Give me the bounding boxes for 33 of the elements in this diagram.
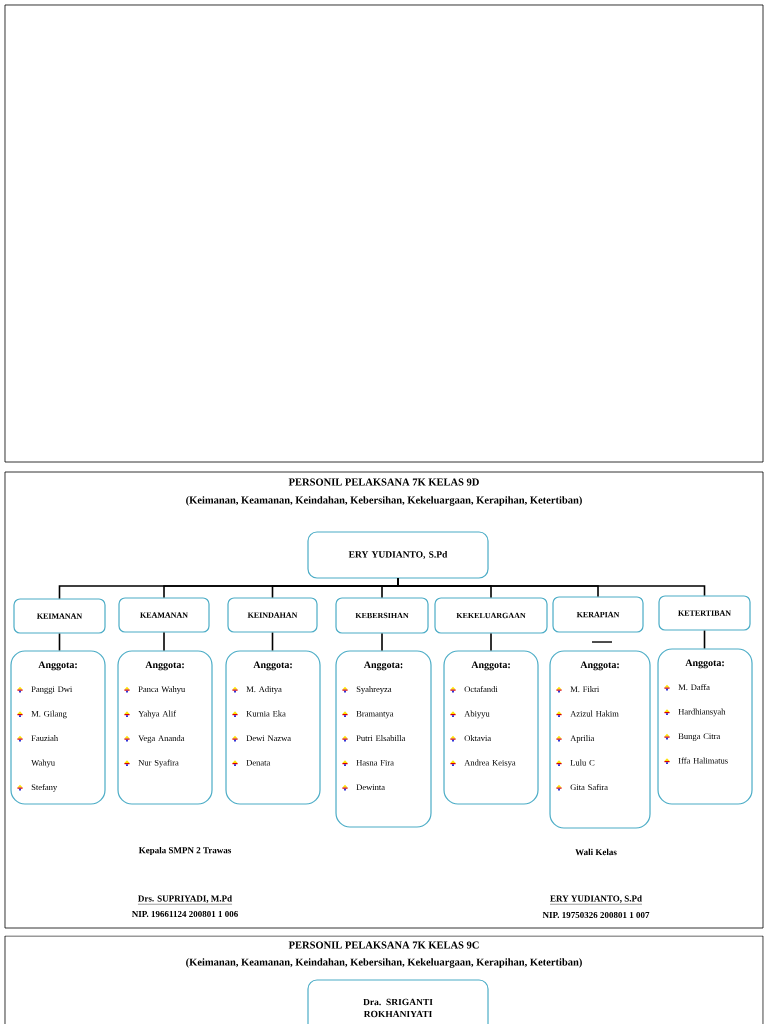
signature-name: ERY YUDIANTO, S.Pd (549, 895, 643, 905)
category-box: KETERTIBAN (658, 595, 751, 631)
member-list-box: Anggota: Octafandi Abiyyu Oktavia Andrea Keisya (443, 650, 539, 805)
connector-line (58, 632, 61, 652)
category-box: KEAMANAN (118, 597, 210, 633)
signature-text: NIP. 19750326 200801 1 007 (542, 911, 650, 919)
member-list-box: Anggota: Panggi Dwi M. Gilang Fauziah Wahyu Stefany (10, 650, 106, 805)
member-list-box: Anggota: M. Aditya Kurnia Eka Dewi Nazwa Denata (225, 650, 321, 805)
member-list-box: Anggota: Syahreyza Bramantya Putri Elsabilla Hasna Fira Dewinta (335, 650, 432, 828)
subheading: (Keimanan, Keamanan, Keindahan, Kebersihan, Kekeluargaan, Kerapihan, Ketertiban) (186, 496, 582, 506)
connector-line (163, 631, 165, 652)
connector-line (271, 631, 274, 652)
signature-text: Kepala SMPN 2 Trawas (138, 846, 232, 856)
connector-line (703, 629, 706, 650)
signature-text: NIP. 19661124 200801 1 006 (131, 910, 238, 918)
member-list-box: Anggota: M. Daffa Hardhiansyah Bunga Citra Iffa Halimatus (657, 648, 753, 805)
category-box: KERAPIAN (552, 596, 644, 633)
category-box: KEBERSIHAN (335, 597, 429, 634)
member-list-box: Anggota: M. Fikri Azizul Hakim Aprilia Lulu C Gita Safira (549, 650, 651, 829)
connector-line (381, 632, 383, 652)
category-box: KEIMANAN (13, 598, 106, 634)
signature-name: Drs. SUPRIYADI, M.Pd (137, 895, 233, 905)
subheading: (Keimanan, Keamanan, Keindahan, Kebersihan, Kekeluargaan, Kerapihan, Ketertiban) (186, 958, 582, 968)
member-list-box: Anggota: Panca Wahyu Yahya Alif Vega Ananda Nur Syafira (117, 650, 213, 805)
connector-line (490, 632, 492, 652)
heading: PERSONIL PELAKSANA 7K KELAS 9D (288, 478, 479, 486)
category-box: KEINDAHAN (227, 597, 318, 633)
signature-text: Wali Kelas (575, 848, 617, 856)
heading: PERSONIL PELAKSANA 7K KELAS 9C (288, 941, 479, 949)
name-box: ERY YUDIANTO, S.Pd (307, 531, 489, 579)
category-box: KEKELUARGAAN (434, 597, 548, 634)
name-box: Dra. SRIGANTI ROKHANIYATI (307, 979, 489, 1024)
connector-line (397, 577, 706, 597)
